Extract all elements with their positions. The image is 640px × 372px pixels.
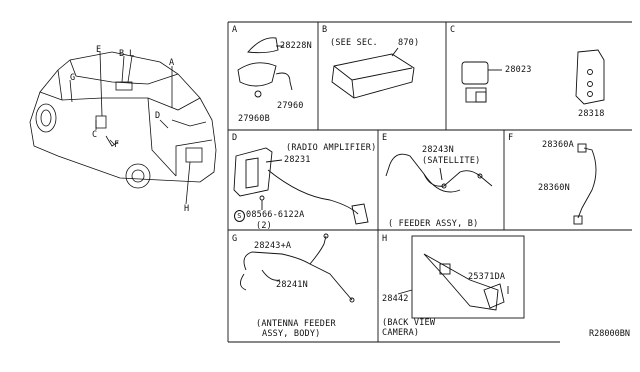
part-27960: 27960 [277, 101, 304, 111]
vehicle-callout-e: E [96, 45, 102, 55]
section-e-letter: E [382, 133, 388, 143]
camera-cable-drawing [573, 143, 597, 225]
section-g-caption-line2: ASSY, BODY) [262, 329, 321, 339]
part-28231: 28231 [284, 155, 311, 165]
satellite-feeder-drawing [385, 153, 493, 193]
back-view-camera-drawing [397, 235, 525, 319]
part-28241n: 28241N [276, 280, 308, 290]
part-28360a: 28360A [542, 140, 574, 150]
vehicle-callout-c: C [92, 130, 98, 140]
bolt-quantity: (2) [256, 221, 272, 231]
vehicle-callout-f: F [114, 140, 120, 150]
section-h-caption-line1: (BACK VIEW [382, 318, 436, 328]
section-g-letter: G [232, 234, 238, 244]
part-28360n: 28360N [538, 183, 570, 193]
control-unit-drawing [331, 47, 415, 99]
part-08566-6122a: 08566-6122A [246, 210, 305, 220]
part-25371da: 25371DA [468, 272, 506, 282]
part-28442: 28442 [382, 294, 409, 304]
section-d-letter: D [232, 133, 238, 143]
section-a-letter: A [232, 25, 238, 35]
bolt-symbol: S [234, 210, 245, 222]
body-feeder-drawing [240, 233, 355, 303]
section-e-title: (SATELLITE) [422, 156, 481, 166]
part-28318: 28318 [578, 109, 605, 119]
vehicle-callout-d: D [155, 111, 161, 121]
part-27960b: 27960B [238, 114, 270, 124]
vehicle-callout-b: B [119, 49, 125, 59]
panel-borders [227, 21, 632, 343]
section-b-note: (SEE SEC. [330, 38, 378, 48]
receiver-modules-drawing [461, 49, 605, 105]
vehicle-callout-h: H [184, 204, 190, 214]
part-28243-a: 28243+A [254, 241, 292, 251]
vehicle-drawing [29, 51, 217, 205]
section-h-caption-line2: CAMERA) [382, 328, 420, 338]
vehicle-callout-l: L [129, 49, 135, 59]
part-28023: 28023 [505, 65, 532, 75]
part-28243n: 28243N [422, 145, 454, 155]
antenna-fin-drawing [237, 37, 293, 98]
section-g-caption-line1: (ANTENNA FEEDER [256, 319, 336, 329]
vehicle-callout-a: A [169, 58, 175, 68]
radio-amplifier-drawing [233, 147, 369, 225]
diagram-reference-code: R28000BN [589, 329, 630, 339]
section-h-letter: H [382, 234, 388, 244]
vehicle-callout-g: G [70, 73, 76, 83]
section-f-letter: F [508, 133, 514, 143]
section-e-caption: ( FEEDER ASSY, B) [388, 219, 479, 229]
section-b-letter: B [322, 25, 328, 35]
section-d-title: (RADIO AMPLIFIER) [286, 143, 377, 153]
section-c-letter: C [450, 25, 456, 35]
part-28228n: 28228N [280, 41, 312, 51]
section-b-note-ref: 870) [398, 38, 420, 48]
